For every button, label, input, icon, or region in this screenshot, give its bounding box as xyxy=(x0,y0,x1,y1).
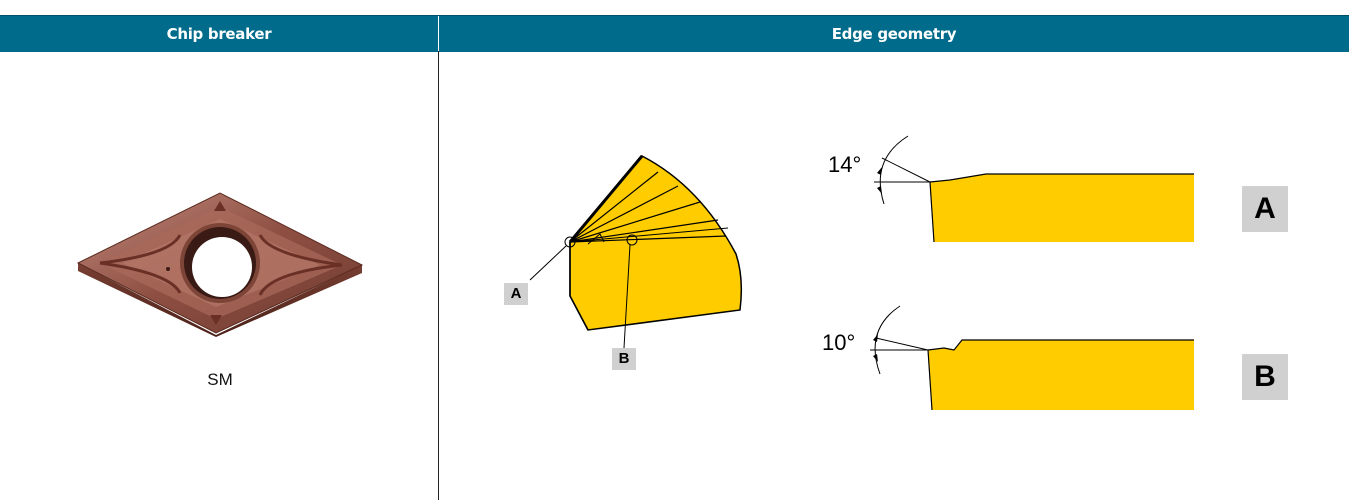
section-a-profile xyxy=(874,135,1194,243)
section-a-angle: 14° xyxy=(828,152,862,177)
callout-b-label: B xyxy=(612,348,636,370)
column-header-edge-geometry: Edge geometry xyxy=(831,25,957,43)
edge-overview-drawing xyxy=(529,155,743,349)
column-header-chip-breaker: Chip breaker xyxy=(166,25,272,43)
table-header: Chip breaker Edge geometry xyxy=(0,15,1349,52)
section-b-profile xyxy=(870,305,1194,411)
section-b-label: B xyxy=(1242,354,1288,400)
section-b-angle: 10° xyxy=(822,330,856,355)
header-divider xyxy=(438,16,439,52)
section-a-label: A xyxy=(1242,186,1288,232)
insert-image xyxy=(76,192,364,337)
chip-breaker-name: SM xyxy=(207,370,233,389)
callout-a-label: A xyxy=(504,283,528,305)
column-divider xyxy=(438,51,439,500)
